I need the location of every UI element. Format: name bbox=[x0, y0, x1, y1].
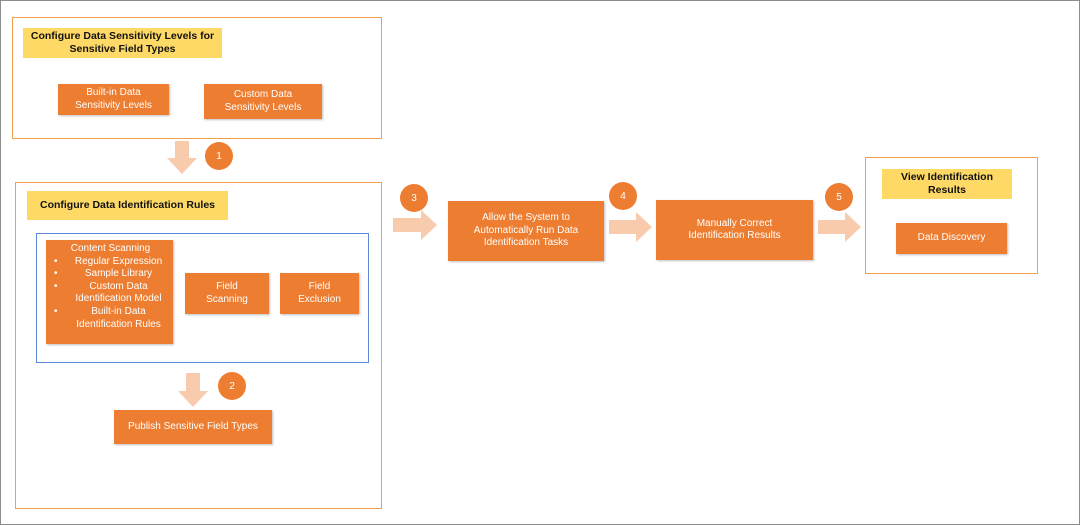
rules-group bbox=[15, 182, 382, 509]
step1-arrow bbox=[167, 141, 197, 174]
run-tasks-box: Allow the System to Automatically Run Da… bbox=[448, 201, 604, 261]
step3-badge: 3 bbox=[400, 184, 428, 212]
step3-arrow bbox=[393, 210, 437, 240]
view-title: View Identification Results bbox=[882, 169, 1012, 199]
step2-badge: 2 bbox=[218, 372, 246, 400]
rules-title: Configure Data Identification Rules bbox=[27, 191, 228, 220]
field-scanning-box: Field Scanning bbox=[185, 273, 269, 314]
sensitivity-title: Configure Data Sensitivity Levels for Se… bbox=[23, 28, 222, 58]
step2-arrow bbox=[178, 373, 208, 407]
field-exclusion-box: Field Exclusion bbox=[280, 273, 359, 314]
step4-badge: 4 bbox=[609, 182, 637, 210]
step4-arrow bbox=[609, 212, 652, 242]
content-scanning-item: Custom Data Identification Model bbox=[54, 281, 167, 306]
data-discovery-box: Data Discovery bbox=[896, 223, 1007, 254]
content-scanning-item: Regular Expression bbox=[54, 256, 167, 269]
manual-correct-box: Manually Correct Identification Results bbox=[656, 200, 813, 260]
step5-badge: 5 bbox=[825, 183, 853, 211]
content-scanning-title: Content Scanning bbox=[70, 243, 151, 254]
content-scanning-item: Sample Library bbox=[54, 268, 167, 281]
rules-inner-panel bbox=[36, 233, 369, 363]
step5-arrow bbox=[818, 212, 861, 242]
custom-sensitivity-box: Custom Data Sensitivity Levels bbox=[204, 84, 322, 119]
publish-box: Publish Sensitive Field Types bbox=[114, 410, 272, 444]
step1-badge: 1 bbox=[205, 142, 233, 170]
content-scanning-box: Content Scanning Regular Expression Samp… bbox=[46, 240, 173, 344]
builtin-sensitivity-box: Built-in Data Sensitivity Levels bbox=[58, 84, 169, 115]
content-scanning-item: Built-in Data Identification Rules bbox=[54, 306, 167, 331]
